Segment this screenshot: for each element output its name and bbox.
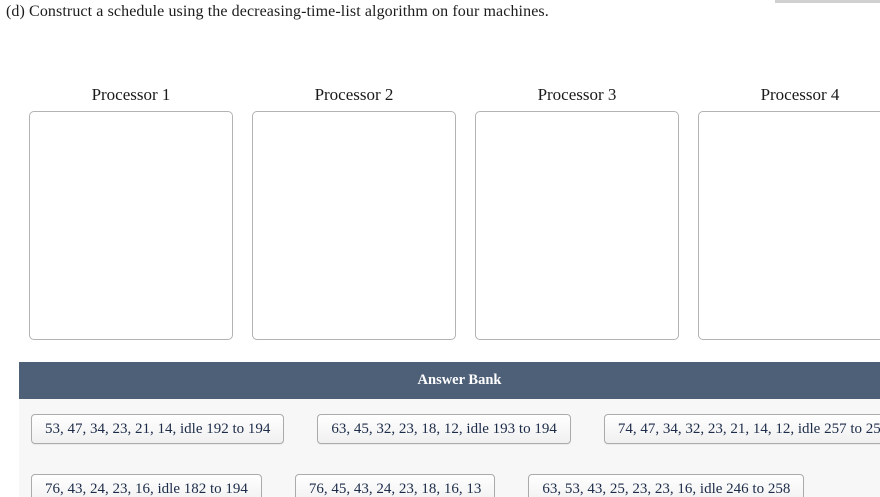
processor-2-label: Processor 2 bbox=[314, 85, 394, 104]
processor-4-label: Processor 4 bbox=[760, 85, 840, 104]
processor-3-dropzone[interactable] bbox=[475, 111, 679, 340]
answer-option[interactable]: 53, 47, 34, 23, 21, 14, idle 192 to 194 bbox=[31, 414, 285, 444]
processor-4-column: Processor 4 bbox=[698, 85, 880, 340]
processor-1-dropzone[interactable] bbox=[29, 111, 233, 340]
cutoff-element-edge bbox=[775, 0, 880, 3]
answer-bank-title: Answer Bank bbox=[417, 372, 502, 388]
answer-bank: Answer Bank 53, 47, 34, 23, 21, 14, idle… bbox=[19, 362, 880, 497]
processor-2-column: Processor 2 bbox=[252, 85, 456, 340]
processor-2-dropzone[interactable] bbox=[252, 111, 456, 340]
question-prompt: (d) Construct a schedule using the decre… bbox=[6, 3, 549, 20]
answer-option[interactable]: 74, 47, 34, 32, 23, 21, 14, 12, idle 257… bbox=[603, 414, 880, 444]
processor-3-label: Processor 3 bbox=[537, 85, 617, 104]
answer-option[interactable]: 76, 45, 43, 24, 23, 18, 16, 13 bbox=[294, 474, 496, 497]
processor-columns: Processor 1 Processor 2 Processor 3 Proc… bbox=[29, 85, 880, 340]
processor-1-column: Processor 1 bbox=[29, 85, 233, 340]
answer-bank-header: Answer Bank bbox=[19, 362, 880, 399]
answer-option[interactable]: 76, 43, 24, 23, 16, idle 182 to 194 bbox=[31, 474, 262, 497]
processor-1-label: Processor 1 bbox=[91, 85, 171, 104]
answer-bank-row-2: 76, 43, 24, 23, 16, idle 182 to 194 76, … bbox=[31, 474, 880, 497]
answer-bank-row-1: 53, 47, 34, 23, 21, 14, idle 192 to 194 … bbox=[31, 414, 880, 444]
processor-3-column: Processor 3 bbox=[475, 85, 679, 340]
answer-option[interactable]: 63, 53, 43, 25, 23, 23, 16, idle 246 to … bbox=[528, 474, 805, 497]
processor-4-dropzone[interactable] bbox=[698, 111, 880, 340]
answer-option[interactable]: 63, 45, 32, 23, 18, 12, idle 193 to 194 bbox=[317, 414, 571, 444]
answer-bank-body: 53, 47, 34, 23, 21, 14, idle 192 to 194 … bbox=[19, 399, 880, 497]
